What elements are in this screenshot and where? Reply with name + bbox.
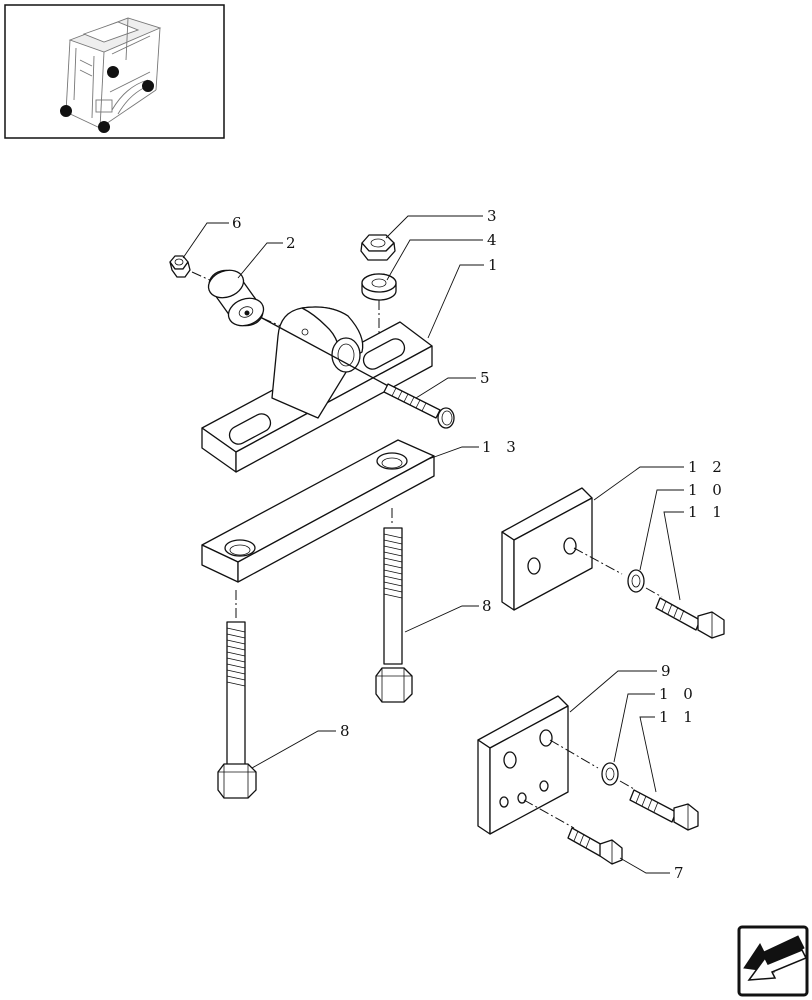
callout-3: 3 bbox=[487, 207, 502, 225]
part-4-washer bbox=[361, 273, 397, 301]
callout-11b: 1 1 bbox=[659, 708, 698, 726]
part-9-plate bbox=[477, 695, 569, 835]
part-10-washer-lower bbox=[601, 762, 619, 786]
callout-11a: 1 1 bbox=[688, 503, 727, 521]
part-5-bolt bbox=[261, 317, 455, 429]
part-13-plate bbox=[201, 439, 435, 583]
part-8-bolt-right bbox=[375, 527, 413, 703]
callout-5: 5 bbox=[480, 369, 495, 387]
callout-13: 1 3 bbox=[482, 438, 521, 456]
part-2-bushing bbox=[207, 269, 265, 327]
callout-7: 7 bbox=[674, 864, 689, 882]
part-12-plate bbox=[501, 487, 593, 611]
cab-location-thumbnail-icon[interactable] bbox=[4, 4, 225, 139]
callout-10b: 1 0 bbox=[659, 685, 698, 703]
leader-lines bbox=[182, 215, 684, 874]
part-11-bolt-upper bbox=[655, 597, 725, 639]
previous-page-arrow-icon[interactable] bbox=[737, 925, 809, 997]
callout-4: 4 bbox=[487, 231, 502, 249]
callout-12: 1 2 bbox=[688, 458, 727, 476]
callouts: 6 2 3 4 1 5 1 3 1 2 1 0 1 1 8 9 1 0 1 1 … bbox=[232, 207, 727, 882]
callout-10a: 1 0 bbox=[688, 481, 727, 499]
part-10-washer-upper bbox=[627, 569, 645, 593]
part-1-bracket bbox=[201, 306, 433, 473]
callout-9: 9 bbox=[661, 662, 676, 680]
part-3-nut bbox=[360, 234, 396, 261]
part-8-bolt-left bbox=[217, 621, 257, 799]
part-7-bolt bbox=[567, 827, 623, 865]
callout-6: 6 bbox=[232, 214, 247, 232]
part-6-nut bbox=[169, 255, 191, 278]
callout-2: 2 bbox=[286, 234, 301, 252]
callout-8a: 8 bbox=[340, 722, 355, 740]
callout-1: 1 bbox=[488, 256, 503, 274]
callout-8b: 8 bbox=[482, 597, 497, 615]
part-11-bolt-lower bbox=[629, 789, 699, 831]
